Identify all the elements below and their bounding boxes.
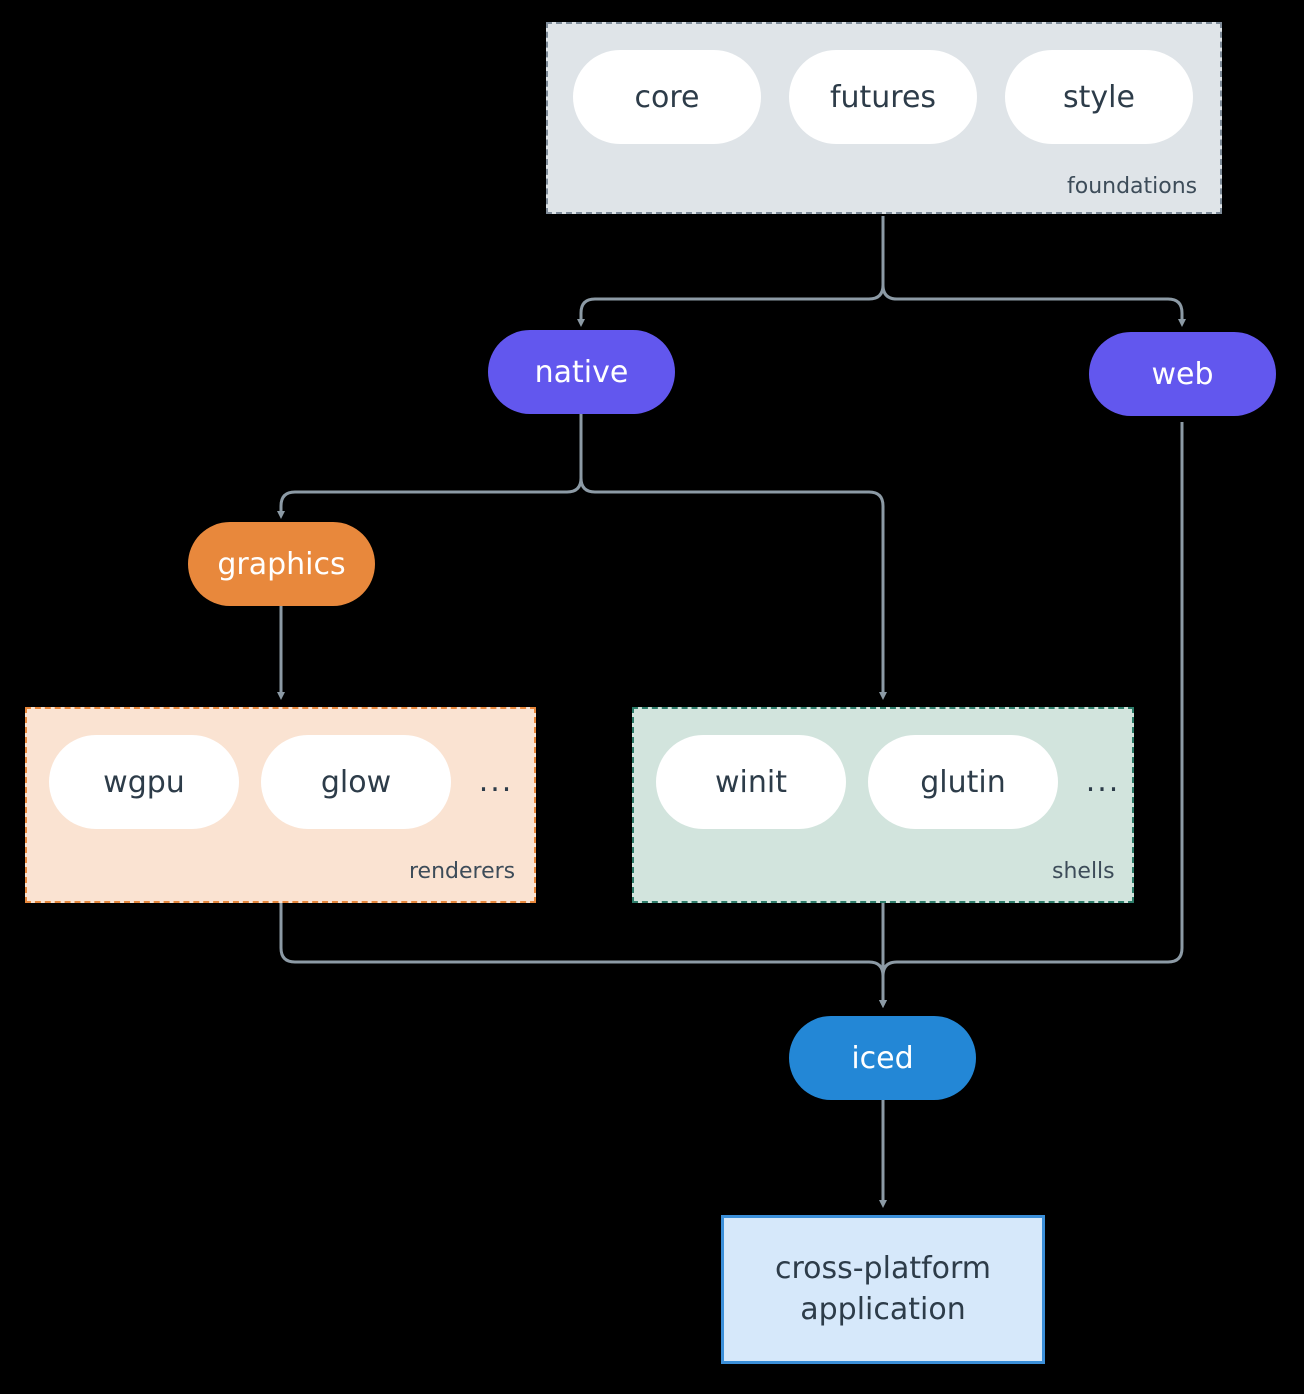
pill-wgpu[interactable]: wgpu xyxy=(49,735,239,829)
pill-futures[interactable]: futures xyxy=(789,50,977,144)
pill-glutin[interactable]: glutin xyxy=(868,735,1058,829)
group-foundations-label: foundations xyxy=(1067,174,1198,199)
node-application-line1: cross-platform xyxy=(774,1251,992,1286)
node-application-line2: application xyxy=(800,1291,966,1327)
node-iced-label: iced xyxy=(851,1040,914,1076)
edge-foundations-native xyxy=(577,216,885,327)
node-graphics[interactable]: graphics xyxy=(188,522,375,606)
edge-native-shells xyxy=(579,414,887,700)
node-native-label: native xyxy=(534,354,629,390)
pill-glow[interactable]: glow xyxy=(261,735,451,829)
shells-ellipsis: ... xyxy=(1080,735,1126,829)
pill-wgpu-label: wgpu xyxy=(103,764,185,800)
group-shells-label: shells xyxy=(1052,859,1115,884)
node-application[interactable]: cross-platform application xyxy=(721,1215,1045,1364)
group-shells-items: winit glutin ... xyxy=(656,735,1126,829)
node-graphics-label: graphics xyxy=(217,546,346,582)
renderers-ellipsis: ... xyxy=(473,735,519,829)
pill-glow-label: glow xyxy=(320,764,392,800)
pill-futures-label: futures xyxy=(829,79,937,115)
pill-core-label: core xyxy=(634,79,700,115)
shells-ellipsis-label: ... xyxy=(1085,764,1121,799)
pill-style-label: style xyxy=(1063,79,1135,115)
pill-winit[interactable]: winit xyxy=(656,735,846,829)
node-native[interactable]: native xyxy=(488,330,675,414)
node-web[interactable]: web xyxy=(1089,332,1276,416)
edge-native-graphics xyxy=(277,414,583,519)
pill-core[interactable]: core xyxy=(573,50,761,144)
group-foundations-items: core futures style xyxy=(573,50,1193,144)
pill-winit-label: winit xyxy=(715,764,787,800)
group-renderers-label: renderers xyxy=(409,859,516,884)
edge-foundations-web xyxy=(881,216,1186,327)
pill-glutin-label: glutin xyxy=(920,764,1006,800)
node-web-label: web xyxy=(1151,356,1214,392)
node-iced[interactable]: iced xyxy=(789,1016,976,1100)
edge-web-iced xyxy=(879,422,1184,1008)
edge-renderers-iced xyxy=(279,902,887,1008)
pill-style[interactable]: style xyxy=(1005,50,1193,144)
renderers-ellipsis-label: ... xyxy=(478,764,514,799)
group-renderers-items: wgpu glow ... xyxy=(49,735,519,829)
